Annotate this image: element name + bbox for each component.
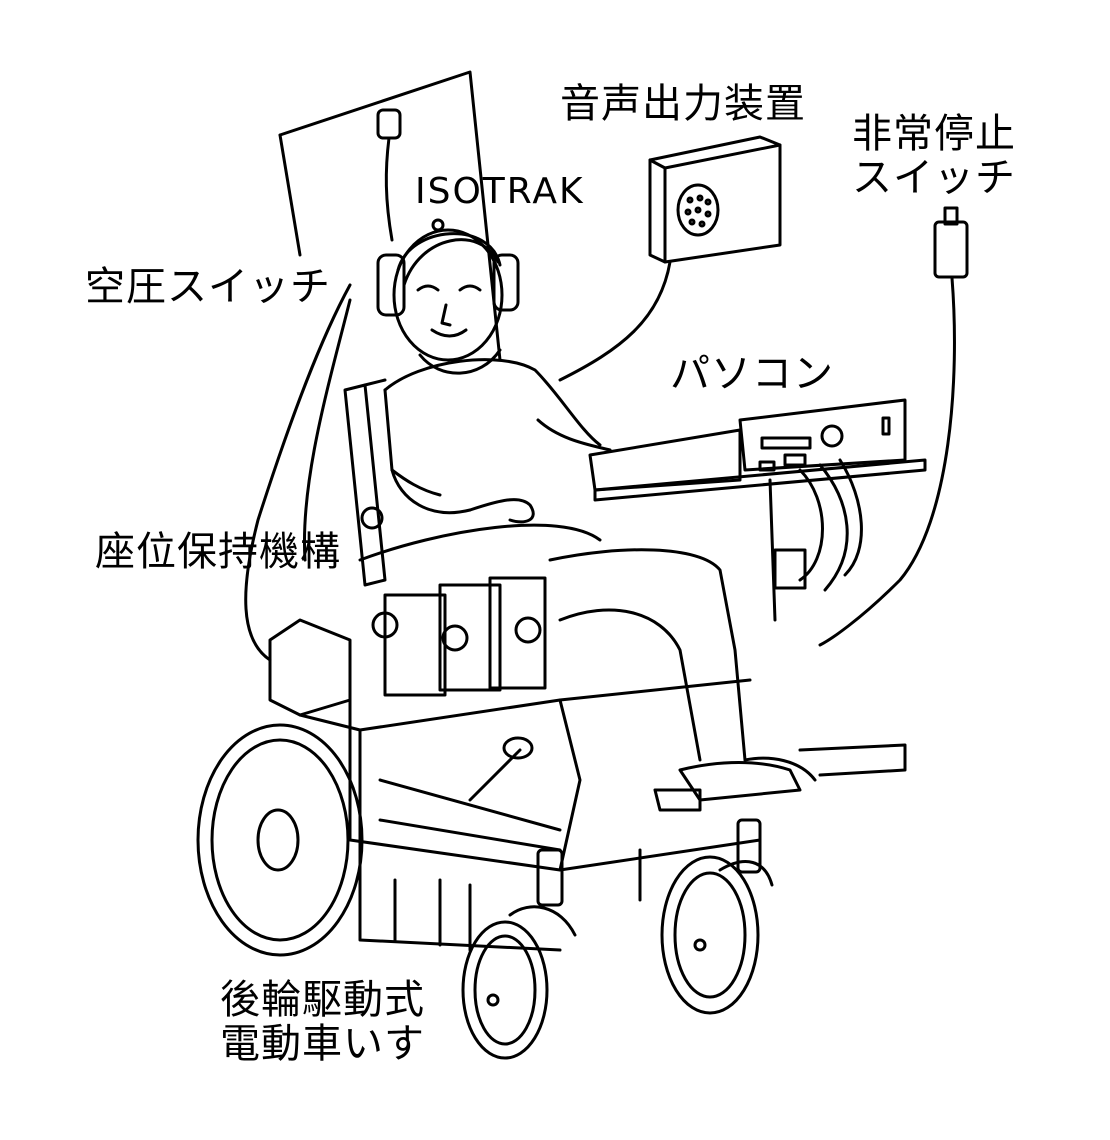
- air-switch-label: 空圧スイッチ: [85, 264, 331, 310]
- front-caster-right: [660, 818, 774, 1015]
- person-legs: [548, 548, 817, 802]
- speaker-cable: [558, 260, 672, 382]
- air-switch-tube: [244, 283, 352, 662]
- pc-label: パソコン: [670, 351, 834, 397]
- wheelchair-label-line2: 電動車いす: [220, 1021, 425, 1067]
- wheelchair-label-line1: 後輪駆動式: [220, 977, 425, 1023]
- emergency-stop-label: 非常停止 スイッチ: [852, 112, 1016, 200]
- seat-back: [343, 378, 387, 587]
- seat-holding-label: 座位保持機構: [95, 529, 341, 575]
- emergency-stop-label-line2: スイッチ: [852, 155, 1016, 201]
- person-head: [376, 218, 520, 362]
- wheelchair-label: 後輪駆動式 電動車いす: [220, 978, 425, 1066]
- front-caster-left: [461, 848, 577, 1060]
- pc: [588, 398, 927, 622]
- seat-holding-mechanism: [371, 576, 547, 697]
- isotrak-label: ISOTRAK: [415, 171, 585, 212]
- emergency-stop-label-line1: 非常停止: [852, 111, 1016, 157]
- wheelchair-frame: [268, 618, 762, 952]
- back-panel: [278, 70, 502, 362]
- person-body: [358, 358, 612, 562]
- foot-rest: [653, 743, 907, 812]
- rear-wheel: [196, 723, 364, 957]
- voice-output-label: 音声出力装置: [560, 81, 806, 127]
- emergency-stop-cable: [818, 276, 956, 647]
- emergency-stop-switch: [933, 206, 969, 279]
- voice-output-device: [648, 135, 782, 264]
